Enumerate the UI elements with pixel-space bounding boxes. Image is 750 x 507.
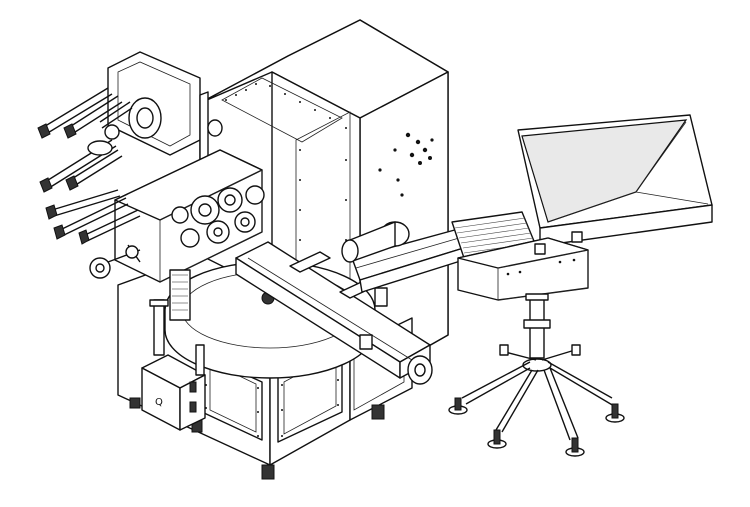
support-post bbox=[149, 269, 205, 376]
gearbox-block bbox=[114, 97, 265, 283]
hopper bbox=[517, 114, 713, 247]
left-shafts bbox=[37, 87, 141, 279]
panel-label: Q bbox=[155, 397, 163, 408]
transfer-conveyor bbox=[235, 241, 433, 385]
feeder-base bbox=[457, 231, 589, 301]
gear-cluster bbox=[171, 185, 265, 248]
electrical-box: Q bbox=[141, 354, 206, 431]
cabinet-holes bbox=[378, 132, 434, 197]
cabinet-rivets bbox=[225, 83, 347, 241]
feed-chute bbox=[341, 221, 471, 293]
pedestal-stand bbox=[448, 293, 625, 457]
